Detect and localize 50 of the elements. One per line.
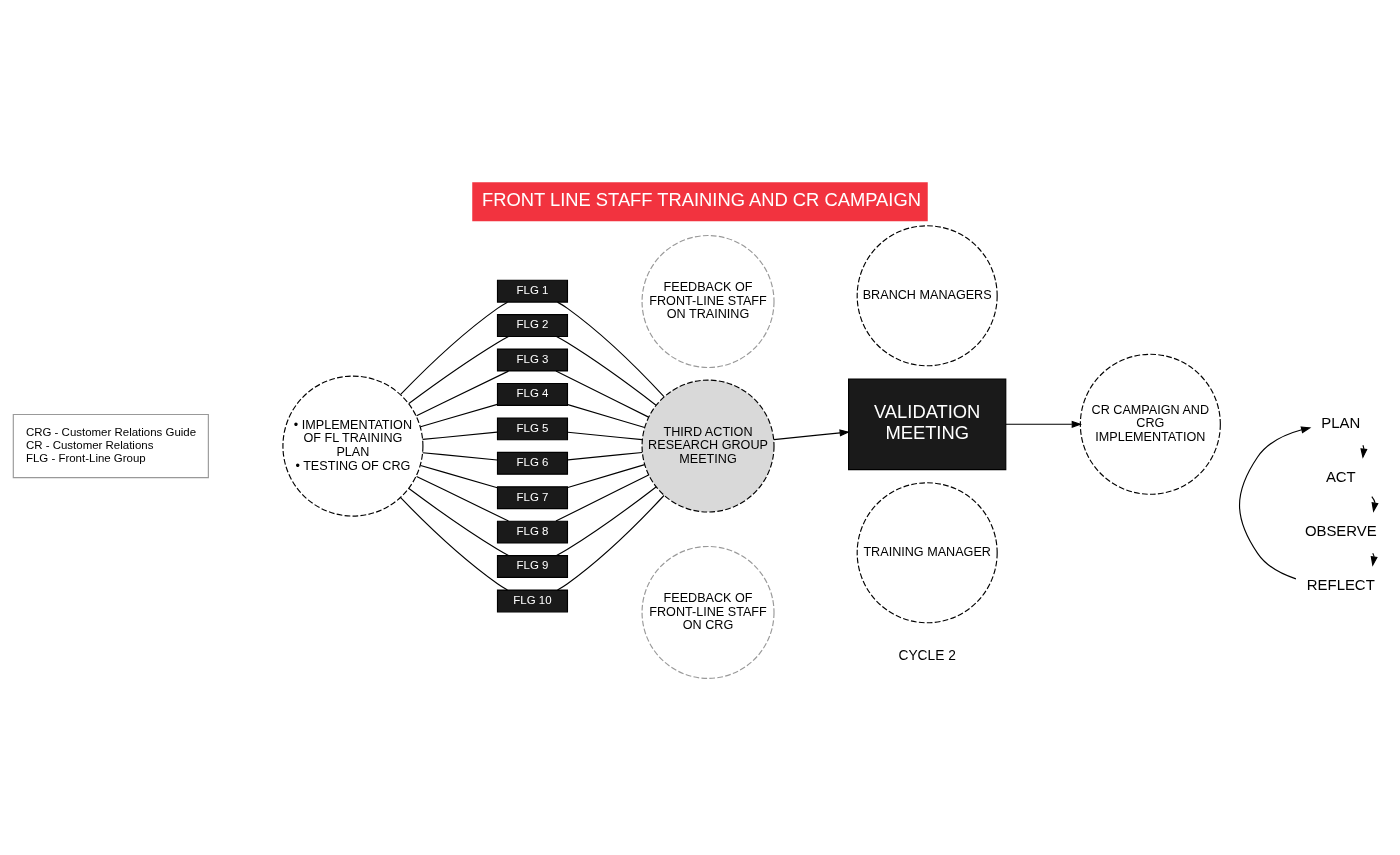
node-box: FLG 2 [496, 313, 569, 337]
connector [416, 370, 510, 416]
node-circle: CR CAMPAIGN AND CRG IMPLEMENTATION [1079, 353, 1221, 495]
connector [422, 451, 498, 461]
connector [416, 475, 510, 522]
node-circle: TRAINING MANAGER [856, 481, 998, 623]
connector [567, 463, 646, 488]
arrow [1238, 425, 1312, 579]
arrow [1371, 495, 1379, 513]
connector [555, 485, 657, 556]
connector [555, 473, 650, 522]
node-text: ACT [1325, 468, 1356, 485]
arrow [1360, 444, 1368, 459]
node-text: OBSERVE [1304, 522, 1377, 539]
node-box: VALIDATION MEETING [848, 377, 1007, 470]
node-box: FLG 4 [496, 382, 569, 406]
node-box: CRG - Customer Relations Guide CR - Customer Relations FLG - Front-Line Group [12, 413, 209, 478]
label: CYCLE 2 [898, 647, 956, 663]
arrow [773, 428, 850, 440]
node-text: REFLECT [1306, 576, 1375, 593]
connector [556, 301, 665, 397]
node-box: FLG 7 [496, 485, 569, 509]
node-box: FLG 8 [496, 520, 569, 544]
node-circle: THIRD ACTION RESEARCH GROUP MEETING [641, 379, 775, 513]
node-box: FLG 5 [496, 416, 569, 440]
node-box: FLG 3 [496, 348, 569, 371]
node-circle: • IMPLEMENTATION OF FL TRAINING PLAN • TESTING OF CRG [282, 375, 424, 517]
node-box: FLG 9 [496, 554, 569, 578]
connector [556, 494, 665, 591]
arrow [1005, 420, 1083, 428]
connector [555, 335, 657, 406]
connector [408, 335, 510, 404]
connector [422, 431, 498, 440]
connector [400, 301, 509, 395]
node-circle: BRANCH MANAGERS [856, 224, 998, 366]
connector [408, 487, 510, 556]
connector [567, 431, 643, 440]
diagram-title: FRONT LINE STAFF TRAINING AND CR CAMPAIGN [482, 188, 921, 210]
connector [567, 451, 643, 460]
node-box: FLG 10 [496, 589, 569, 612]
connector [420, 403, 498, 427]
node-box: FLG 6 [496, 451, 569, 475]
node-text: PLAN [1321, 414, 1361, 431]
connector [400, 496, 509, 591]
node-circle: FEEDBACK OF FRONT-LINE STAFF ON CRG [641, 545, 775, 679]
node-box: FLG 1 [496, 279, 569, 303]
connector [555, 370, 650, 418]
node-circle: FEEDBACK OF FRONT-LINE STAFF ON TRAINING [641, 234, 775, 368]
connector [567, 403, 646, 428]
connector [420, 464, 498, 488]
